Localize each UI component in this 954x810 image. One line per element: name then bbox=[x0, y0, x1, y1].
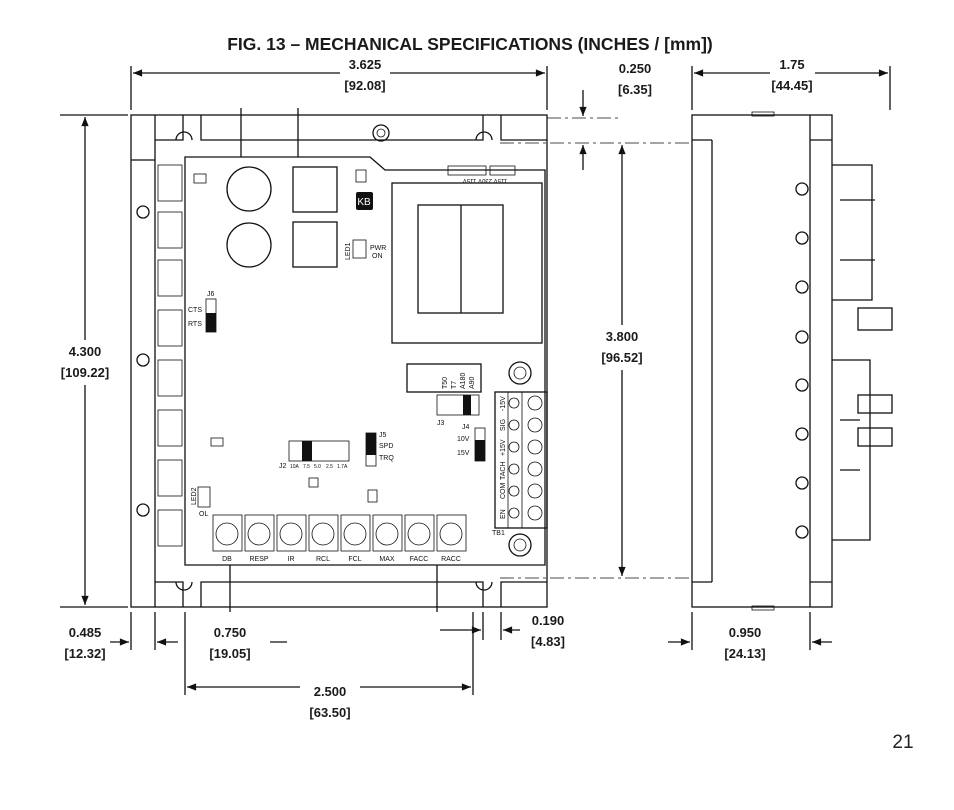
cts-label: CTS bbox=[188, 307, 202, 314]
dim-overall-height-in: 4.300 bbox=[69, 344, 102, 359]
dim-mount-height-mm: [96.52] bbox=[601, 350, 642, 365]
dim-slot-offset-in: 0.750 bbox=[214, 625, 247, 640]
dim-side-offset-mm: [24.13] bbox=[724, 646, 765, 661]
dim-slot-width-in: 0.190 bbox=[532, 613, 565, 628]
j2-option: 2.5 bbox=[326, 464, 333, 470]
figure-title: FIG. 13 – MECHANICAL SPECIFICATIONS (INC… bbox=[227, 34, 713, 54]
terminal-label: COM bbox=[500, 483, 507, 500]
dim-left-offset-in: 0.485 bbox=[69, 625, 102, 640]
potentiometers: DB RESP IR RCL FCL MAX FACC RACC bbox=[212, 514, 467, 563]
pot-label: DB bbox=[222, 556, 232, 563]
pot-label: FCL bbox=[348, 556, 361, 563]
pot-label: MAX bbox=[379, 556, 395, 563]
j2-option: 10A bbox=[290, 464, 300, 470]
j2-label: J2 bbox=[279, 463, 287, 470]
dim-top-offset-mm: [6.35] bbox=[618, 82, 652, 97]
dim-slot-offset-mm: [19.05] bbox=[209, 646, 250, 661]
side-view bbox=[691, 111, 893, 611]
terminal-block: -15V SIG +15V TACH COM EN bbox=[500, 395, 543, 521]
voltage-jumper-label: 115V 230V 115V bbox=[463, 177, 507, 183]
tb1-label: TB1 bbox=[492, 530, 505, 537]
j5-label: J5 bbox=[379, 432, 387, 439]
j4-label: J4 bbox=[462, 424, 470, 431]
dimension-labels: 3.625 [92.08] 0.250 [6.35] 1.75 [44.45] … bbox=[61, 57, 813, 720]
dim-side-depth-mm: [44.45] bbox=[771, 78, 812, 93]
page-number: 21 bbox=[892, 732, 913, 753]
pot-label: RESP bbox=[249, 556, 268, 563]
dim-slot-width-mm: [4.83] bbox=[531, 634, 565, 649]
pwr-label: PWR bbox=[370, 245, 386, 252]
front-view: KB LED1 PWR ON 115V 230V 115V J6 CTS RTS… bbox=[130, 108, 548, 612]
j2-option: 1.7A bbox=[337, 464, 348, 470]
dim-mount-spacing-in: 2.500 bbox=[314, 684, 347, 699]
pot-label: RACC bbox=[441, 556, 461, 563]
spd-label: SPD bbox=[379, 443, 393, 450]
terminal-label: EN bbox=[500, 509, 507, 519]
terminal-label: +15V bbox=[500, 439, 507, 456]
j3-label: J3 bbox=[437, 420, 445, 427]
j4-10v-label: 10V bbox=[457, 436, 470, 443]
dim-top-offset-in: 0.250 bbox=[619, 61, 652, 76]
terminal-label: SIG bbox=[500, 419, 507, 431]
dim-side-depth-in: 1.75 bbox=[779, 57, 804, 72]
j2-option: 5.0 bbox=[314, 464, 321, 470]
ol-label: OL bbox=[199, 511, 208, 518]
led1-label: LED1 bbox=[345, 242, 352, 260]
dim-mount-spacing-mm: [63.50] bbox=[309, 705, 350, 720]
kb-logo: KB bbox=[357, 197, 371, 208]
dim-left-offset-mm: [12.32] bbox=[64, 646, 105, 661]
rts-label: RTS bbox=[188, 321, 202, 328]
dim-overall-width-mm: [92.08] bbox=[344, 78, 385, 93]
terminal-label: -15V bbox=[500, 396, 507, 411]
dim-side-offset-in: 0.950 bbox=[729, 625, 762, 640]
trq-label: TRQ bbox=[379, 455, 394, 462]
j3-option: A90 bbox=[469, 376, 476, 389]
pot-label: IR bbox=[288, 556, 295, 563]
j2-option: 7.5 bbox=[303, 464, 310, 470]
j3-option: T50 bbox=[442, 377, 449, 389]
pot-label: FACC bbox=[410, 556, 429, 563]
j3-option: T7 bbox=[451, 381, 458, 389]
dim-overall-height-mm: [109.22] bbox=[61, 365, 109, 380]
j3-option: A180 bbox=[460, 373, 467, 389]
on-label: ON bbox=[372, 253, 383, 260]
dim-overall-width-in: 3.625 bbox=[349, 57, 382, 72]
j6-label: J6 bbox=[207, 291, 215, 298]
led2-label: LED2 bbox=[191, 487, 198, 505]
dimension-lines bbox=[60, 66, 891, 695]
pot-label: RCL bbox=[316, 556, 330, 563]
terminal-label: TACH bbox=[500, 461, 507, 480]
dim-mount-height-in: 3.800 bbox=[606, 329, 639, 344]
j4-15v-label: 15V bbox=[457, 450, 470, 457]
